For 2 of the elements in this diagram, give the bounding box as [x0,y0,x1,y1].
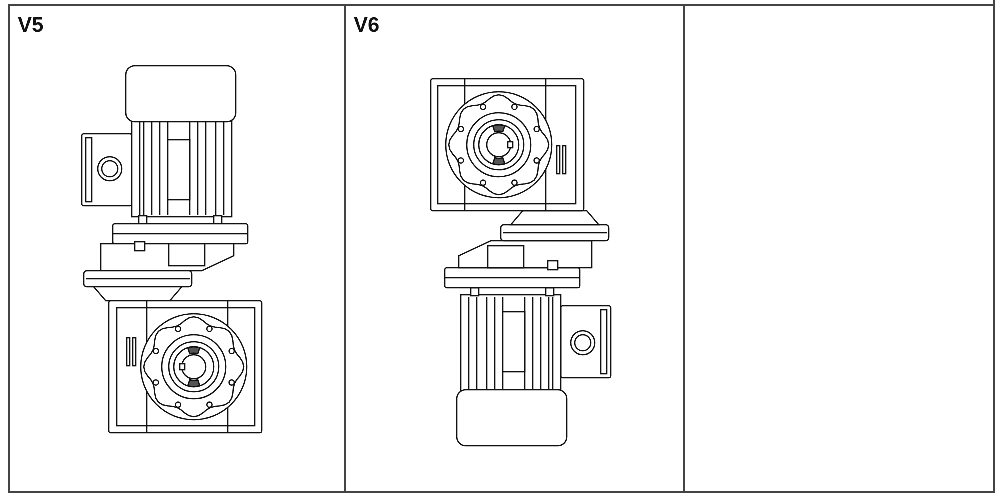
view-label: V5 [18,14,44,38]
view-label: V6 [354,14,380,38]
